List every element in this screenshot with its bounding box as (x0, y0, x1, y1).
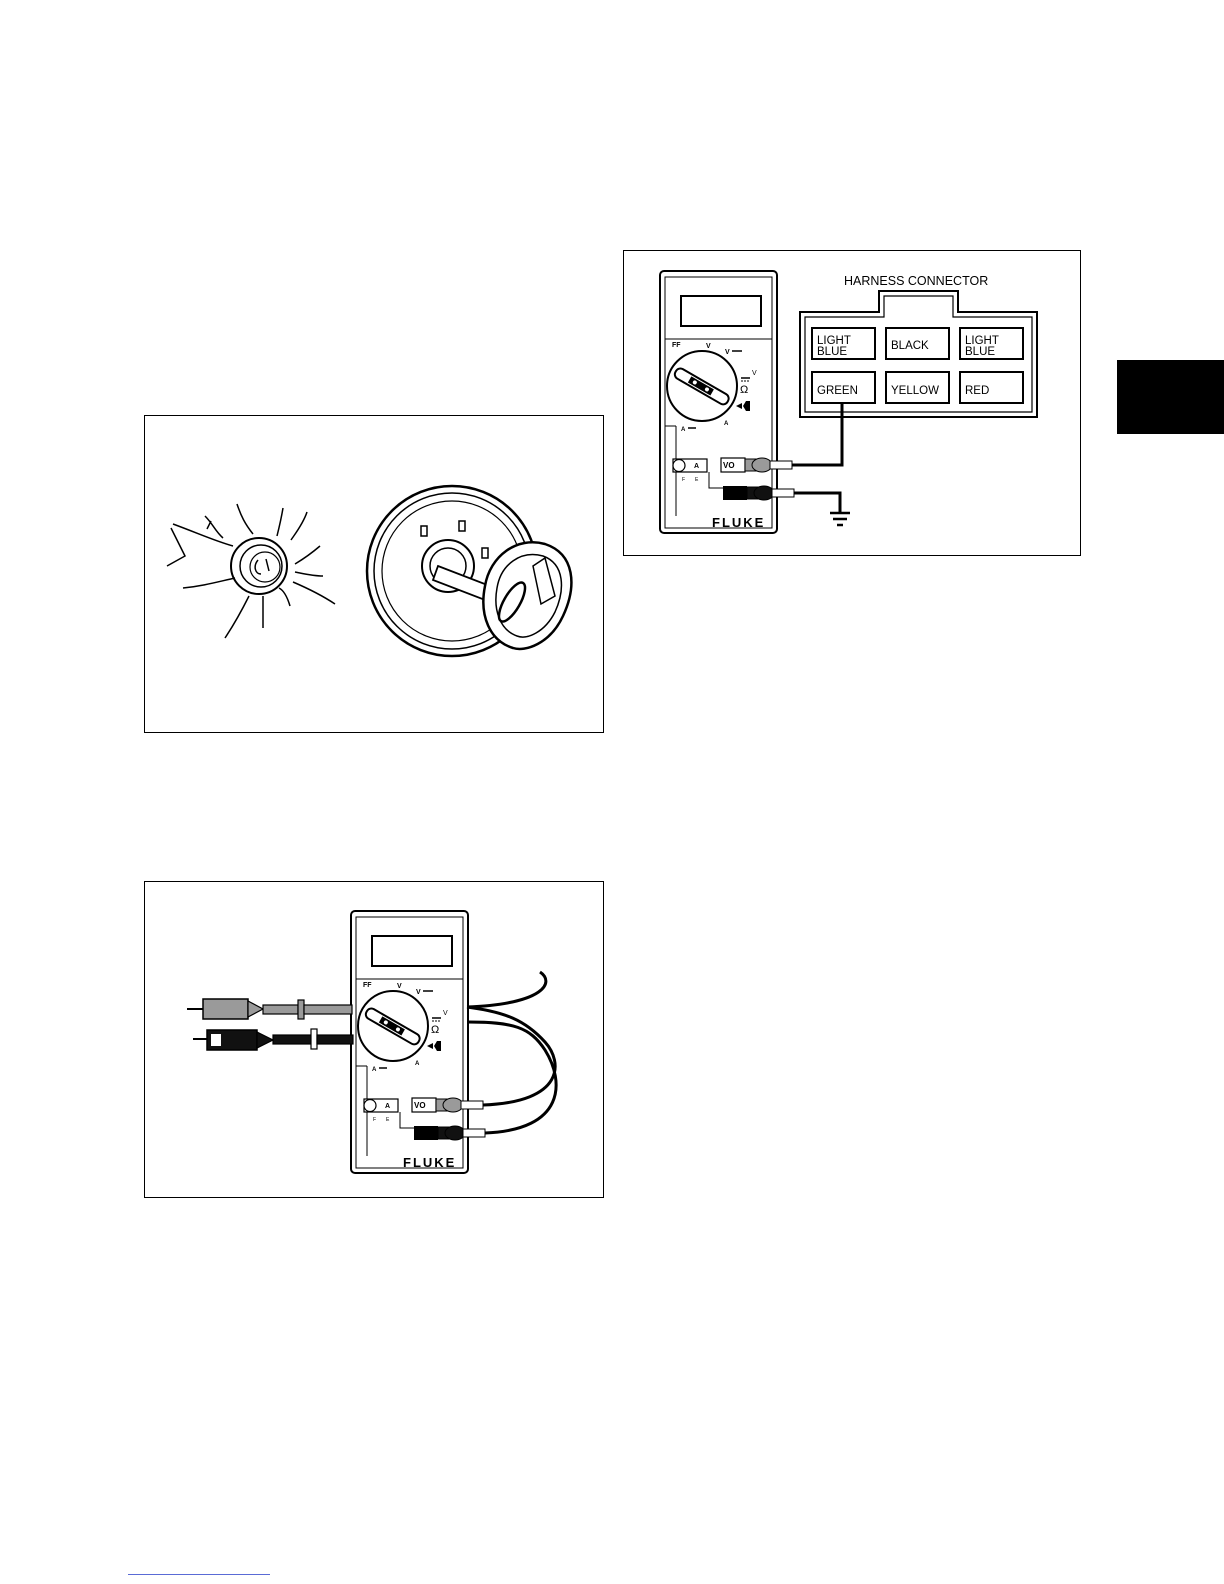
cell-black-label: BLACK (891, 340, 929, 352)
cell-light-blue-left-line2: BLUE (817, 346, 847, 358)
meter-label-a: A (724, 421, 729, 427)
black-test-probe (193, 1029, 353, 1050)
ignition-switch-figure (144, 415, 604, 733)
harness-connector: HARNESS CONNECTOR LIGHT BLUE BLACK LIGHT… (800, 274, 1037, 417)
meter-label-v: V (397, 983, 402, 990)
ground-symbol-icon (830, 513, 850, 525)
common-jack (723, 486, 747, 500)
cell-red-label: RED (965, 385, 989, 397)
meter-display (372, 936, 452, 966)
harness-connector-figure: FF V V V Ω A A (623, 250, 1081, 556)
multimeter-test-leads-figure: FF V V V Ω A A A F (144, 881, 604, 1198)
meter-label-adc: A (681, 427, 686, 433)
footer-link-rule (128, 1574, 270, 1575)
jack-vo-label: VO (723, 461, 735, 470)
gray-test-probe (187, 999, 352, 1019)
meter-label-adc: A (372, 1067, 377, 1073)
jack-a-label: A (694, 463, 699, 470)
meter-label-f: F (373, 1117, 376, 1123)
meter-label-f: F (682, 477, 685, 483)
section-tab-marker (1117, 360, 1224, 434)
ignition-switch-drawing (145, 416, 605, 734)
meter-label-v-small: V (443, 1010, 448, 1017)
key-icon (483, 542, 571, 649)
cell-light-blue-right-line2: BLUE (965, 346, 995, 358)
meter-label-v: V (706, 343, 711, 350)
meter-label-ohm: Ω (431, 1024, 439, 1036)
common-jack (414, 1126, 438, 1140)
meter-label-ff: FF (363, 982, 372, 989)
meter-label-ff: FF (672, 342, 681, 349)
meter-brand: FLUKE (712, 515, 765, 530)
multimeter-test-leads-drawing: FF V V V Ω A A A F (145, 882, 605, 1199)
ignition-switch-icon (167, 504, 335, 638)
meter-display (681, 296, 761, 326)
meter-brand: FLUKE (403, 1155, 456, 1170)
harness-connector-title: HARNESS CONNECTOR (844, 274, 988, 288)
meter-label-vdc: V (416, 989, 421, 996)
jack-a-label: A (385, 1103, 390, 1110)
jack-vo-label: VO (414, 1101, 426, 1110)
meter-label-ohm: Ω (740, 384, 748, 396)
meter-label-a: A (415, 1061, 420, 1067)
harness-connector-diagram: FF V V V Ω A A (624, 251, 1082, 557)
cell-yellow-label: YELLOW (891, 385, 939, 397)
meter-label-vdc: V (725, 349, 730, 356)
cell-green-label: GREEN (817, 385, 858, 397)
meter-label-v-small: V (752, 370, 757, 377)
